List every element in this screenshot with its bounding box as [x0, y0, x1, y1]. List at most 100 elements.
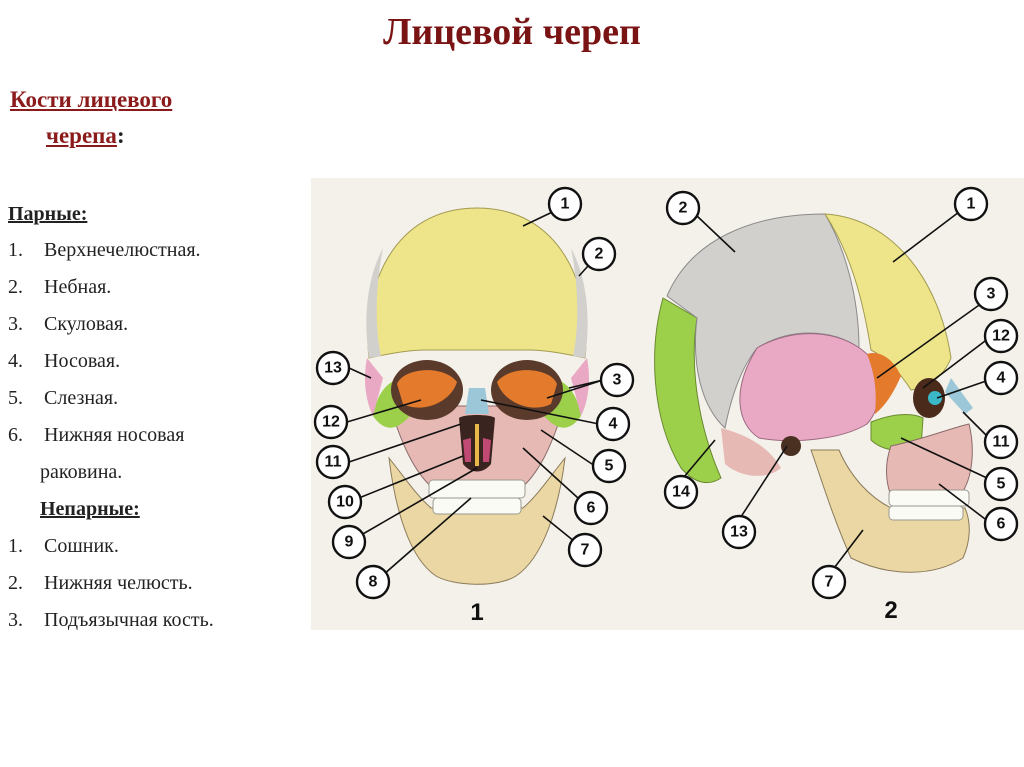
svg-text:11: 11: [325, 454, 342, 471]
item-number: 2.: [8, 276, 23, 298]
callout-lateral-6: 6: [983, 506, 1019, 542]
svg-text:6: 6: [587, 500, 596, 517]
callout-lateral-13: 13: [721, 514, 757, 550]
svg-text:2: 2: [595, 246, 604, 263]
skull-illustration: 1 2 13 3 12 4 11 5 10 6 9 7 8 2 1 3 12 4…: [313, 186, 1019, 626]
svg-text:9: 9: [345, 534, 354, 551]
callout-lateral-1: 1: [953, 186, 989, 222]
bones-list: Парные: 1.Верхнечелюстная. 2.Небная. 3.С…: [8, 196, 214, 639]
list-item: 2.Небная.: [8, 269, 214, 306]
item-number: 1.: [8, 535, 23, 557]
svg-text:10: 10: [336, 494, 354, 511]
svg-text:12: 12: [322, 414, 340, 431]
callout-frontal-3: 3: [599, 362, 635, 398]
frontal-leaders: [346, 205, 604, 583]
svg-text:14: 14: [672, 484, 690, 501]
lateral-maxilla: [886, 423, 973, 497]
item-text: Нижняя челюсть.: [44, 572, 193, 594]
subtitle-colon: :: [116, 123, 125, 148]
lateral-leaders: [672, 211, 990, 581]
list-item: 2.Нижняя челюсть.: [8, 565, 214, 602]
frontal-parietal-left: [366, 248, 383, 358]
item-text: Скуловая.: [44, 313, 129, 335]
item-number: 3.: [8, 609, 23, 631]
item-number: 6.: [8, 424, 23, 446]
callout-lateral-11: 11: [983, 424, 1019, 460]
frontal-bone: [367, 207, 587, 359]
callout-lateral-2: 2: [665, 190, 701, 226]
svg-text:5: 5: [605, 458, 614, 475]
callout-lateral-4: 4: [983, 360, 1019, 396]
item-number: 4.: [8, 350, 23, 372]
callout-frontal-10: 10: [327, 484, 363, 520]
subtitle-part2: черепа: [46, 123, 117, 148]
frontal-temporal-left: [365, 358, 383, 416]
callout-frontal-12: 12: [313, 404, 349, 440]
callout-lateral-5: 5: [983, 466, 1019, 502]
list-item: 1. Сошник.: [8, 528, 214, 565]
svg-text:13: 13: [730, 524, 748, 541]
svg-text:1: 1: [967, 196, 976, 213]
subtitle: Кости лицевого черепа:: [10, 82, 172, 154]
frontal-callouts: 1 2 13 3 12 4 11 5 10 6 9 7 8: [313, 186, 635, 600]
lateral-temporal: [739, 333, 880, 442]
frontal-nasal-bone: [465, 388, 489, 414]
list-item: 3. Скуловая.: [8, 306, 214, 343]
callout-frontal-7: 7: [567, 532, 603, 568]
subtitle-part1: Кости лицевого: [10, 87, 173, 112]
frontal-concha-right: [483, 438, 491, 462]
unpaired-header-row: Непарные:: [8, 491, 214, 528]
svg-text:3: 3: [613, 372, 622, 389]
svg-text:4: 4: [609, 416, 618, 433]
callout-frontal-9: 9: [331, 524, 367, 560]
callout-frontal-4: 4: [595, 406, 631, 442]
item-text: Сошник.: [44, 535, 119, 557]
callout-lateral-12: 12: [983, 318, 1019, 354]
frontal-concha-left: [463, 438, 471, 462]
page-title: Лицевой череп: [383, 11, 641, 53]
svg-text:13: 13: [324, 360, 342, 377]
callout-lateral-7: 7: [811, 564, 847, 600]
svg-text:7: 7: [825, 574, 834, 591]
list-item: 1.Верхнечелюстная.: [8, 232, 214, 269]
callout-frontal-11: 11: [315, 444, 351, 480]
item-number: 3.: [8, 313, 23, 335]
svg-text:3: 3: [987, 286, 996, 303]
list-item: 5.Слезная.: [8, 380, 214, 417]
callout-lateral-14: 14: [663, 474, 699, 510]
lateral-occipital: [654, 297, 722, 484]
lateral-frontal: [824, 213, 952, 391]
list-item: 6.Нижняя носовая: [8, 417, 214, 454]
lateral-callouts: 2 1 3 12 4 11 5 6 14 13 7: [663, 186, 1019, 600]
callout-frontal-5: 5: [591, 448, 627, 484]
frontal-orbit-left-inner: [397, 370, 457, 408]
callout-lateral-3: 3: [973, 276, 1009, 312]
callout-frontal-2: 2: [581, 236, 617, 272]
frontal-upper-teeth: [428, 479, 526, 499]
list-item-continuation: раковина.: [40, 461, 123, 483]
callout-frontal-1: 1: [547, 186, 583, 222]
lateral-ear-canal: [781, 436, 801, 456]
panel-label-1: 1: [470, 599, 483, 626]
svg-text:7: 7: [581, 542, 590, 559]
lateral-skull: [654, 213, 973, 573]
svg-text:2: 2: [679, 200, 688, 217]
unpaired-header: Непарные:: [40, 498, 140, 520]
frontal-orbit-right-inner: [497, 370, 557, 408]
list-item: 4.Носовая.: [8, 343, 214, 380]
svg-text:11: 11: [993, 434, 1010, 451]
lateral-lower-teeth: [888, 505, 964, 521]
lateral-sphenoid: [867, 352, 901, 414]
svg-text:8: 8: [369, 574, 378, 591]
frontal-parietal-right: [571, 248, 588, 358]
svg-text:12: 12: [992, 328, 1010, 345]
callout-frontal-8: 8: [355, 564, 391, 600]
skull-figure: 1 2 13 3 12 4 11 5 10 6 9 7 8 2 1 3 12 4…: [311, 178, 1024, 630]
lateral-mastoid: [721, 428, 781, 476]
item-number: 5.: [8, 387, 23, 409]
item-number: 1.: [8, 239, 23, 261]
svg-text:6: 6: [997, 516, 1006, 533]
list-item: 3.Подъязычная кость.: [8, 602, 214, 639]
svg-text:4: 4: [997, 370, 1006, 387]
lateral-lacrimal: [928, 391, 942, 405]
